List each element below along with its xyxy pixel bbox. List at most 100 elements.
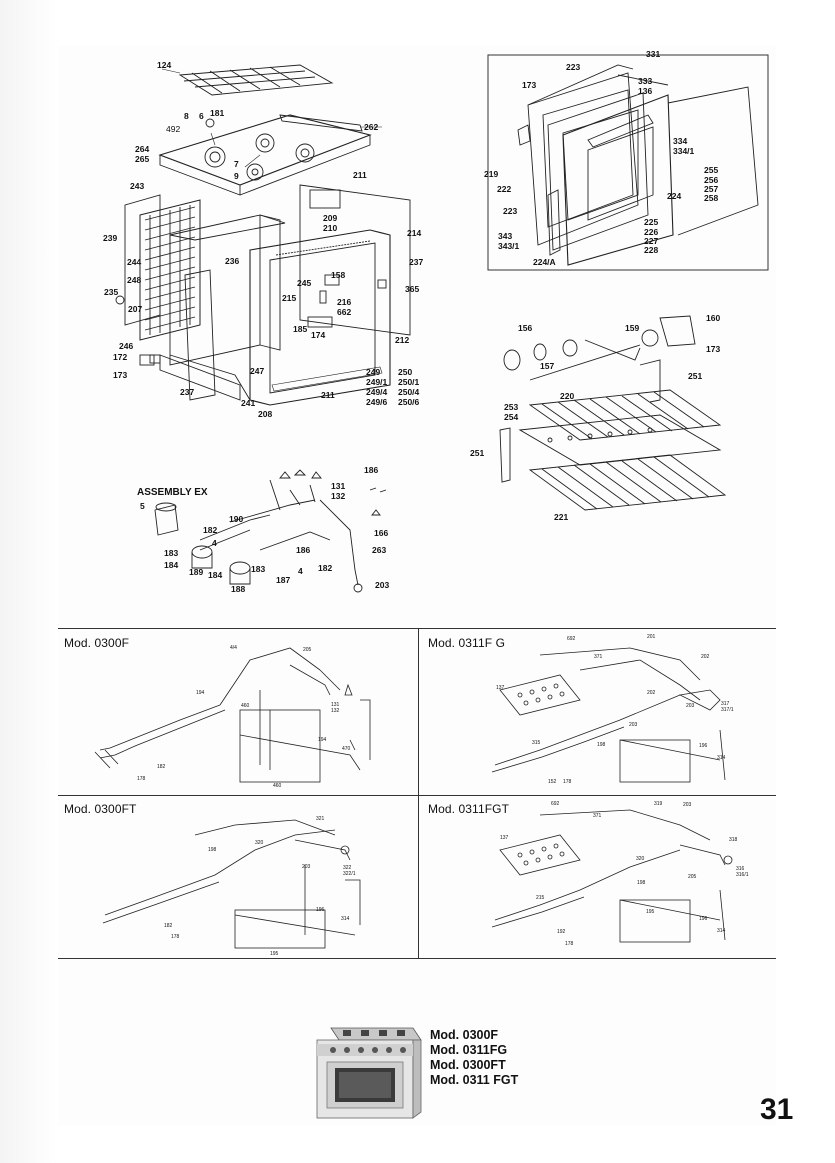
p3-label-196: 196 [316,907,325,913]
assembly-callout-132: 132 [331,491,346,501]
door-callout-255: 255 [704,165,719,175]
spit-callout-160: 160 [706,313,721,323]
door-callout-228: 228 [644,245,659,255]
assembly-callout-183b: 183 [251,564,266,574]
door-callout-219: 219 [484,169,499,179]
panel-0300ft-drawing [102,819,361,949]
callout-209: 209 [323,213,338,223]
p2-label-202: 202 [701,654,710,660]
callout-210: 210 [323,223,338,233]
spit-callout-156: 156 [518,323,533,333]
panel-0300f-drawing [94,647,371,783]
p3-label-203: 203 [302,864,311,870]
spit-callout-221: 221 [554,512,569,522]
panel-title-0311fg: Mod. 0311F G [428,636,506,650]
callout-212: 212 [395,335,410,345]
door-callout-331: 331 [646,49,661,59]
callout-244: 244 [127,257,142,267]
callout-8: 8 [184,111,189,121]
callout-237: 237 [409,257,424,267]
assembly-callout-4b: 4 [298,566,303,576]
assembly-callout-5: 5 [140,501,145,511]
p4-label-203: 203 [683,802,692,808]
p1-label-460b: 460 [273,783,282,789]
assembly-callout-263: 263 [372,545,387,555]
callout-239: 239 [103,233,118,243]
grid-line-middle [58,795,776,796]
model-list-item: Mod. 0300FT [430,1058,506,1072]
callout-9: 9 [234,171,239,181]
panel-title-0300ft: Mod. 0300FT [64,802,137,816]
callout-250-4: 250/4 [398,387,420,397]
model-list-item: Mod. 0311 FGT [430,1073,519,1087]
callout-216: 216 [337,297,352,307]
callout-181: 181 [210,108,225,118]
spit-callout-253: 253 [504,402,519,412]
p2-label-317-1: 317/1 [721,707,734,713]
p4-label-205: 205 [688,874,697,880]
panel-0311fg-drawing [491,647,726,783]
p3-label-195: 195 [270,951,279,957]
callout-174: 174 [311,330,326,340]
callout-249-1: 249/1 [366,377,388,387]
assembly-callout-190: 190 [229,514,244,524]
p3-label-182: 182 [164,923,173,929]
assembly-callout-184b: 184 [208,570,223,580]
catalog-page [58,46,776,1126]
callout-241: 241 [241,398,256,408]
door-callout-224a: 224/A [533,257,556,267]
callout-158: 158 [331,270,346,280]
p4-label-198: 198 [637,880,646,886]
p2-label-202b: 202 [647,690,656,696]
callout-7: 7 [234,159,239,169]
callout-173: 173 [113,370,128,380]
grid-line-bottom [58,958,776,959]
callout-247: 247 [250,366,265,376]
door-callout-227: 227 [644,236,659,246]
p1-label-205: 205 [303,647,312,653]
callout-249-4: 249/4 [366,387,388,397]
callout-250-6: 250/6 [398,397,420,407]
spit-callout-173: 173 [706,344,721,354]
p2-label-137: 137 [496,685,505,691]
p2-label-152: 152 [548,779,557,785]
assembly-callout-4: 4 [212,538,217,548]
p2-label-203b: 203 [629,722,638,728]
callout-124: 124 [157,60,172,70]
panel-title-0300f: Mod. 0300F [64,636,130,650]
p2-label-203: 203 [686,703,695,709]
p3-label-314: 314 [341,916,350,922]
callout-215: 215 [282,293,297,303]
callout-365: 365 [405,284,420,294]
callout-245: 245 [297,278,312,288]
door-callout-258: 258 [704,193,719,203]
model-list: Mod. 0300F Mod. 0311FG Mod. 0300FT Mod. … [430,1028,518,1088]
callout-265: 265 [135,154,150,164]
p2-label-317: 317 [721,701,730,707]
callout-6: 6 [199,111,204,121]
door-callout-223b: 223 [503,206,518,216]
spit-callout-251b: 251 [470,448,485,458]
p4-label-371: 371 [593,813,602,819]
p1-label-470: 470 [342,746,351,752]
spit-racks-drawing [499,315,727,511]
door-callout-333: 333 [638,76,653,86]
p2-label-198: 198 [597,742,606,748]
door-callout-224: 224 [667,191,682,201]
p2-label-314: 314 [717,755,726,761]
door-callout-334-1: 334/1 [673,146,695,156]
p4-label-178: 178 [565,941,574,947]
p1-label-4-4: 4/4 [230,645,237,651]
door-callout-173: 173 [522,80,537,90]
p1-label-460: 460 [241,703,250,709]
p1-label-194: 194 [196,690,205,696]
p3-label-321: 321 [316,816,325,822]
assembly-callout-182b: 182 [318,563,333,573]
door-callout-257: 257 [704,184,719,194]
assembly-callout-203: 203 [375,580,390,590]
p3-label-320: 320 [255,840,264,846]
assembly-ex-title: ASSEMBLY EX [137,487,208,498]
assembly-callout-183: 183 [164,548,179,558]
spit-callout-251: 251 [688,371,703,381]
callout-249: 249 [366,367,381,377]
